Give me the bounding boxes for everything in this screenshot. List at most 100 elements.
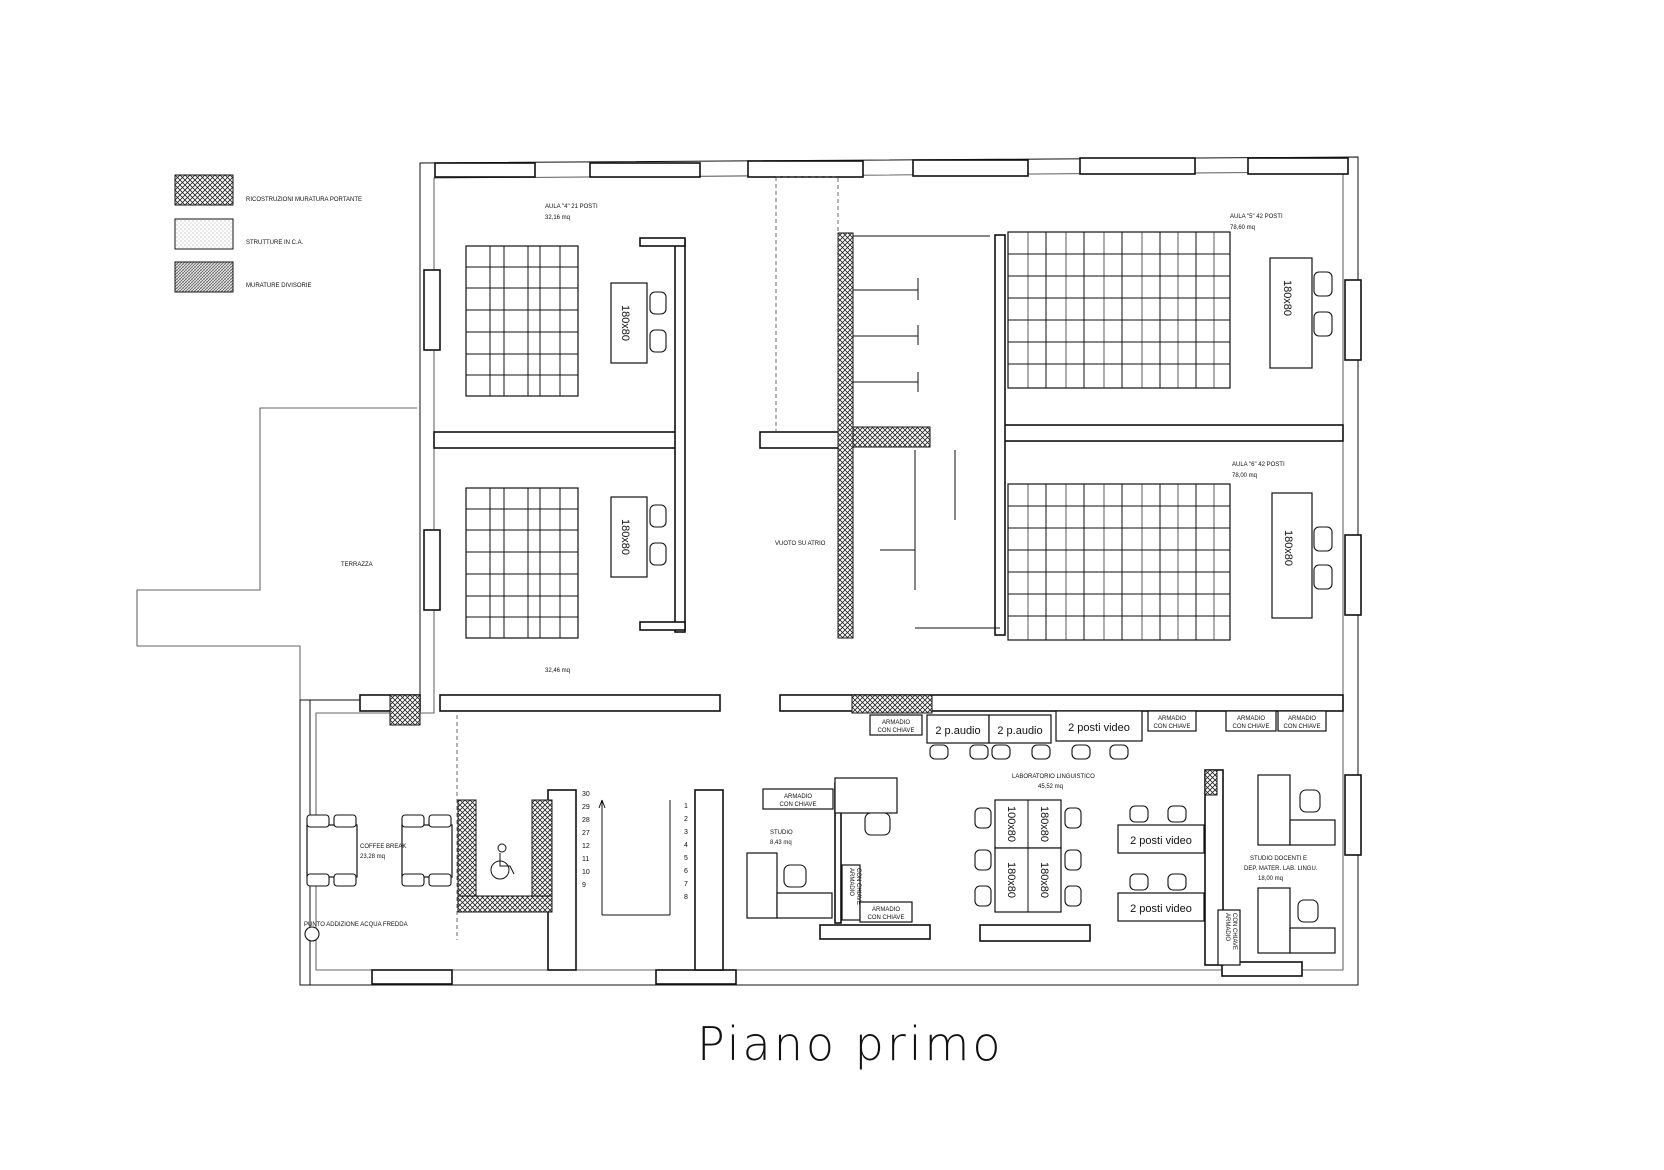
- chair-icon: [974, 849, 992, 871]
- studio-wall: [819, 924, 931, 940]
- chair-icon: [1297, 899, 1319, 923]
- desk-size-label: 180x80: [1281, 280, 1293, 316]
- window-bay: [423, 269, 441, 351]
- desk-block: [465, 245, 579, 397]
- window-bay: [979, 924, 1091, 942]
- desk-grid: [1007, 231, 1231, 389]
- window-bay: [1344, 279, 1362, 361]
- armadio-label: CON CHIAVE: [1284, 724, 1321, 730]
- chair-icon: [1313, 526, 1333, 552]
- legend-label-strutture-ca: STRUTTURE IN C.A.: [246, 240, 304, 246]
- stair-step-number: 29: [582, 804, 590, 811]
- chair-icon: [1071, 744, 1091, 760]
- stair-step-number: 9: [582, 882, 586, 889]
- video-desk: [1055, 710, 1143, 742]
- coffee-table: [401, 824, 453, 878]
- terrace-outline: [136, 407, 417, 700]
- desk-size-label: 180x80: [619, 519, 631, 555]
- armadio-label: CON CHIAVE: [868, 915, 905, 921]
- chair-icon: [401, 873, 425, 887]
- classroom-wall: [674, 239, 686, 633]
- teacher-desk: [1269, 257, 1313, 369]
- audio-desk-label: 2 p.audio: [935, 725, 980, 737]
- armadio-cabinet: [859, 901, 913, 923]
- chair-icon: [1313, 564, 1333, 590]
- desk-size-label: 180x80: [619, 305, 631, 341]
- armadio-label: ARMADIO: [848, 868, 854, 896]
- legend-label-muratura-portante: RICOSTRUZIONI MURATURA PORTANTE: [246, 197, 362, 203]
- wheelchair-icon: [490, 843, 515, 880]
- armadio-label: ARMADIO: [872, 907, 900, 913]
- teacher-desk: [610, 496, 648, 578]
- armadio-label: ARMADIO: [1224, 913, 1230, 941]
- legend-swatch-strutture-ca: [174, 218, 234, 250]
- classroom-wall: [639, 621, 686, 631]
- room-name-aula-6: AULA "6" 42 POSTI: [1232, 462, 1285, 468]
- aula-6: AULA "6" 42 POSTI 78,00 mq 180x80: [1007, 462, 1333, 641]
- room-area-studio: 8,43 mq: [770, 840, 792, 846]
- studio-desk: [1289, 927, 1336, 954]
- chair-icon: [991, 744, 1011, 760]
- chair-icon: [1129, 805, 1149, 823]
- aula-lower-left: 32,46 mq 180x80: [465, 487, 667, 674]
- room-name-coffee-break: COFFEE BREAK: [360, 844, 406, 850]
- page-title: Piano primo: [697, 1017, 1003, 1071]
- chair-icon: [1064, 885, 1082, 907]
- chair-icon: [649, 291, 667, 315]
- window-bay: [434, 162, 536, 178]
- desk-grid: [465, 245, 579, 397]
- room-area-coffee-break: 23,28 mq: [360, 854, 385, 860]
- video-desk: [1117, 824, 1205, 854]
- stair-step-number: 8: [684, 894, 688, 901]
- stair-step-number: 12: [582, 843, 590, 850]
- desk-size-label: 100x80: [1005, 806, 1017, 842]
- stair-arrow-icon: [598, 799, 606, 809]
- chair-icon: [783, 864, 807, 888]
- desk-size-label: 180x80: [1005, 862, 1017, 898]
- classroom-wall: [994, 234, 1006, 636]
- studio-desk: [1257, 887, 1291, 954]
- desk-block: [1007, 231, 1231, 389]
- corridor-wall: [439, 694, 721, 712]
- room-name-vuoto: VUOTO SU ATRIO: [775, 541, 826, 547]
- classroom-wall: [639, 237, 686, 247]
- chair-icon: [306, 873, 330, 887]
- chair-icon: [306, 814, 330, 828]
- chair-icon: [1299, 789, 1321, 813]
- building-shell: [136, 156, 1362, 986]
- stair-step-number: 3: [684, 829, 688, 836]
- aula-5: AULA "5" 42 POSTI 78,60 mq 180x80: [1007, 214, 1333, 389]
- legend-swatch-muratura-portante: [174, 174, 234, 206]
- laboratorio-linguistico: LABORATORIO LINGUISTICO 45,52 mq 100x80 …: [974, 774, 1241, 966]
- chair-icon: [1167, 805, 1187, 823]
- window-bay: [912, 159, 1029, 177]
- audio-desk: [926, 714, 990, 744]
- chair-icon: [1313, 311, 1333, 337]
- stair-step-number: 2: [684, 816, 688, 823]
- video-desk-label: 2 posti video: [1130, 903, 1192, 915]
- window-bay: [655, 969, 737, 985]
- studio-desk: [746, 852, 778, 919]
- armadio-cabinet: [1225, 710, 1277, 732]
- studio-cabinet: [834, 777, 898, 814]
- teacher-desk: [1271, 492, 1313, 619]
- armadio-label: ARMADIO: [784, 794, 812, 800]
- corridor-furniture: ARMADIO CON CHIAVE 2 p.audio 2 p.audio 2…: [869, 710, 1327, 760]
- chair-icon: [969, 744, 989, 760]
- room-area-aula-lower-left: 32,46 mq: [545, 668, 570, 674]
- water-point-icon: [304, 926, 320, 942]
- chair-icon: [1064, 807, 1082, 829]
- legend: RICOSTRUZIONI MURATURA PORTANTE STRUTTUR…: [174, 174, 362, 293]
- chair-icon: [1109, 744, 1129, 760]
- stair-step-number: 10: [582, 869, 590, 876]
- room-area-lab: 45,52 mq: [1038, 784, 1063, 790]
- video-desk: [1117, 892, 1205, 922]
- armadio-cabinet: [841, 864, 861, 921]
- armadio-label: CON CHIAVE: [1231, 913, 1237, 950]
- chair-icon: [428, 814, 452, 828]
- chair-icon: [864, 812, 891, 836]
- window-bay: [423, 529, 441, 611]
- stair-step-number: 4: [684, 842, 688, 849]
- room-name-aula-5: AULA "5" 42 POSTI: [1230, 214, 1283, 220]
- audio-desk-label: 2 p.audio: [997, 725, 1042, 737]
